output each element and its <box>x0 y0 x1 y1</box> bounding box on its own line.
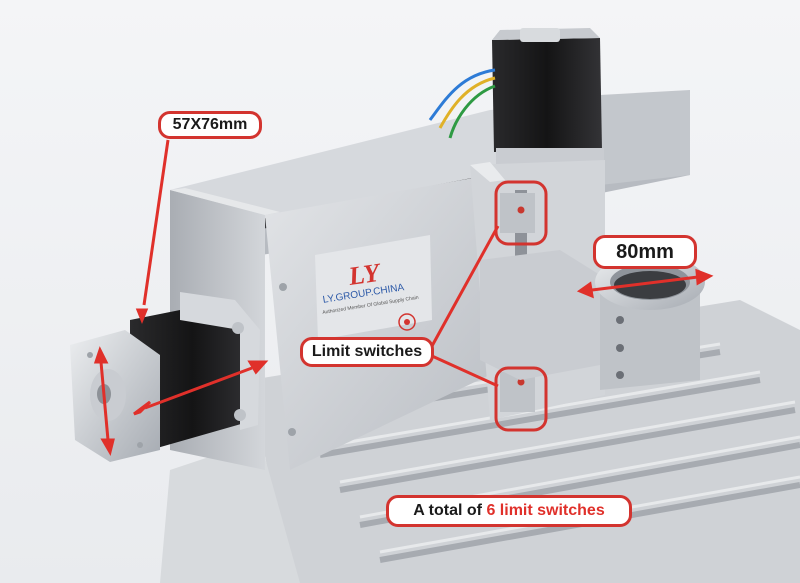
base-foot <box>160 440 300 583</box>
motor-size-text: 57X76mm <box>172 116 248 133</box>
motor-size-callout: 57X76mm <box>158 111 262 139</box>
total-highlight-text: 6 limit switches <box>486 502 605 519</box>
annotation-arrows <box>93 139 714 456</box>
spindle-diameter-text: 80mm <box>616 240 674 263</box>
limit-switches-text: Limit switches <box>311 343 423 360</box>
limit-switches-callout: Limit switches <box>300 337 434 367</box>
limit-switch-highlights <box>494 180 548 432</box>
spindle-diameter-callout: 80mm <box>593 235 697 269</box>
top-stepper-motor <box>428 28 604 168</box>
limit-switch-highlight-top <box>494 180 548 246</box>
brand-logo: LY <box>346 258 384 291</box>
brand-plate: LY <box>315 235 432 340</box>
total-prefix-text: A total of <box>413 502 482 519</box>
limit-switch-highlight-bottom <box>494 366 548 432</box>
right-side-plate <box>600 90 690 185</box>
total-limit-switches-callout: A total of 6 limit switches <box>386 495 632 527</box>
front-stepper-motor <box>70 292 260 462</box>
